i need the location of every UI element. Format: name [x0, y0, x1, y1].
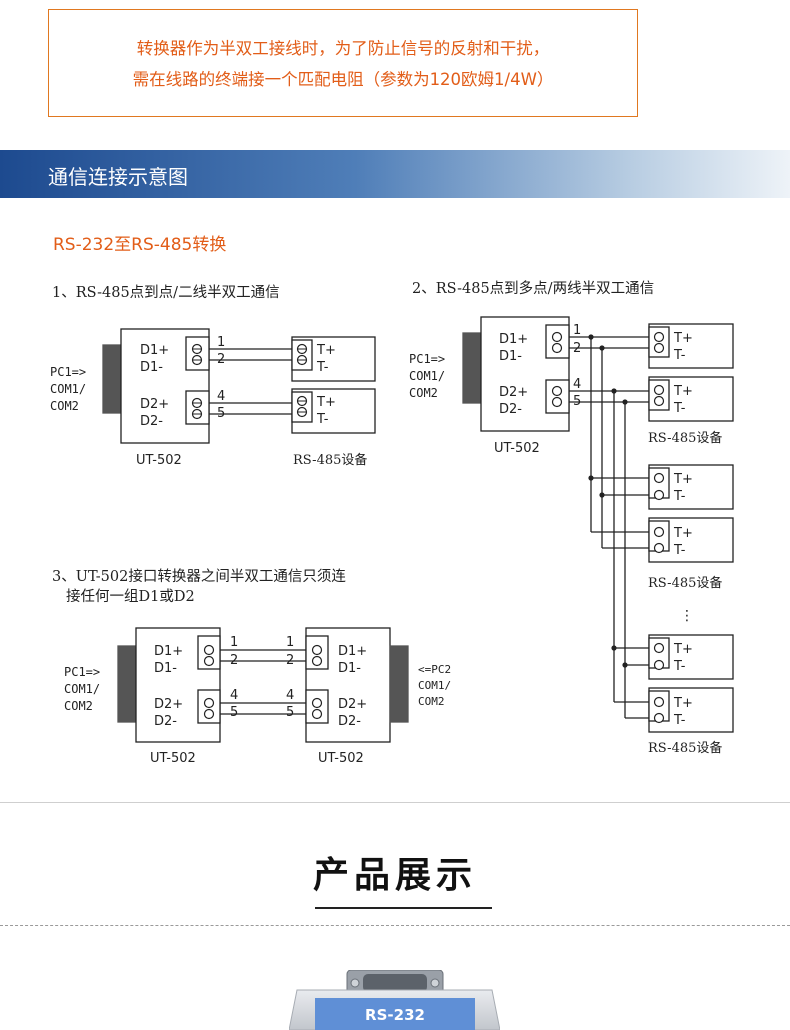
diagram3-caption-line2: 接任何一组D1或D2	[66, 589, 195, 605]
device-caption: RS-485设备	[293, 452, 367, 468]
diagram3-caption-line1: 3、UT-502接口转换器之间半双工通信只须连	[52, 569, 346, 585]
device-badge: RS-232	[365, 1006, 425, 1024]
db9-connector	[389, 645, 409, 723]
pc-label: PC1=>	[64, 665, 100, 679]
port-d1-minus: D1-	[338, 661, 361, 676]
product-section-title: 产品展示	[312, 855, 477, 896]
terminal-t-minus: T-	[673, 489, 686, 504]
dashed-divider	[0, 925, 790, 926]
db9-connector	[462, 332, 482, 404]
terminal-t-minus: T-	[673, 543, 686, 558]
port-d2-minus: D2-	[154, 714, 177, 729]
title-underline	[315, 907, 492, 909]
diagram2: D1+ D1- D2+ D2- 1 2 4 5 T+ T- T+ T- T+ T…	[409, 316, 734, 756]
port-d1-minus: D1-	[499, 349, 522, 364]
terminal-t-plus: T+	[316, 343, 336, 358]
device-caption: RS-485设备	[648, 575, 722, 591]
wire-2-label: 2	[230, 653, 238, 668]
terminal-t-plus: T+	[673, 642, 693, 657]
diagram3-caption: 3、UT-502接口转换器之间半双工通信只须连 接任何一组D1或D2	[52, 567, 346, 607]
port-d2-minus: D2-	[499, 402, 522, 417]
port-d1-plus: D1+	[338, 644, 367, 659]
converter-label: UT-502	[136, 453, 182, 468]
pc-label: COM1/	[64, 682, 100, 696]
conversion-subtitle: RS-232至RS-485转换	[53, 235, 227, 255]
terminal-t-plus: T+	[316, 395, 336, 410]
terminal-t-plus: T+	[673, 696, 693, 711]
notice-line-1: 转换器作为半双工接线时，为了防止信号的反射和干扰，	[136, 39, 550, 58]
wire-5-label: 5	[573, 394, 581, 409]
wire-4-label: 4	[286, 688, 294, 703]
notice-line-2: 需在线路的终端接一个匹配电阻（参数为120欧姆1/4W）	[132, 70, 554, 89]
port-d1-minus: D1-	[154, 661, 177, 676]
terminal-t-minus: T-	[673, 659, 686, 674]
converter-label: UT-502	[318, 751, 364, 766]
wire-1-label: 1	[217, 335, 225, 350]
port-d2-minus: D2-	[140, 414, 163, 429]
port-d1-plus: D1+	[499, 332, 528, 347]
pc-label: COM2	[64, 699, 93, 713]
terminal-t-minus: T-	[673, 348, 686, 363]
wire-5-label: 5	[217, 406, 225, 421]
pc-label: COM2	[50, 399, 79, 413]
terminal-t-plus: T+	[673, 384, 693, 399]
terminal-t-plus: T+	[673, 472, 693, 487]
port-d1-minus: D1-	[140, 360, 163, 375]
port-d2-plus: D2+	[140, 397, 169, 412]
wire-5-label: 5	[230, 705, 238, 720]
wire-1-label: 1	[230, 635, 238, 650]
port-d2-plus: D2+	[338, 697, 367, 712]
wiring-notice: 转换器作为半双工接线时，为了防止信号的反射和干扰， 需在线路的终端接一个匹配电阻…	[48, 9, 638, 117]
section-title: 通信连接示意图	[48, 165, 188, 189]
terminal-t-minus: T-	[316, 412, 329, 427]
terminal-t-plus: T+	[673, 526, 693, 541]
wire-4-label: 4	[217, 389, 225, 404]
diagram3: D1+ D1- D2+ D2- D1+ D1- D2+ D2- 1 2 4 5 …	[64, 627, 451, 766]
device-caption: RS-485设备	[648, 740, 722, 756]
port-d2-plus: D2+	[154, 697, 183, 712]
pc-label: COM2	[418, 695, 445, 708]
pc-label: COM1/	[409, 369, 445, 383]
terminal-t-minus: T-	[673, 713, 686, 728]
pc-label: COM1/	[418, 679, 451, 692]
terminal-t-minus: T-	[316, 360, 329, 375]
wire-2-label: 2	[217, 352, 225, 367]
wire-4-label: 4	[230, 688, 238, 703]
diagram1: D1+ D1- D2+ D2- 1 2 4 5 T+ T- T+ T- UT-5…	[50, 328, 376, 468]
pc-label: PC1=>	[409, 352, 445, 366]
db9-connector	[117, 645, 137, 723]
wire-5-label: 5	[286, 705, 294, 720]
wire-2-label: 2	[286, 653, 294, 668]
wire-4-label: 4	[573, 377, 581, 392]
wire-2-label: 2	[573, 341, 581, 356]
section-banner: 通信连接示意图	[0, 150, 790, 198]
port-d1-plus: D1+	[140, 343, 169, 358]
port-d1-plus: D1+	[154, 644, 183, 659]
terminal-t-plus: T+	[673, 331, 693, 346]
device-caption: RS-485设备	[648, 430, 722, 446]
product-image: RS-232	[289, 970, 500, 1030]
diagram1-caption: 1、RS-485点到点/二线半双工通信	[52, 285, 280, 301]
diagram2-caption: 2、RS-485点到多点/两线半双工通信	[412, 281, 655, 297]
converter-label: UT-502	[494, 441, 540, 456]
terminal-t-minus: T-	[673, 401, 686, 416]
pc-label: COM2	[409, 386, 438, 400]
pc-label: COM1/	[50, 382, 86, 396]
section-divider	[0, 802, 790, 803]
ellipsis-icon: ⋮	[680, 608, 694, 624]
converter-label: UT-502	[150, 751, 196, 766]
port-d2-minus: D2-	[338, 714, 361, 729]
wire-1-label: 1	[573, 323, 581, 338]
db9-connector	[102, 344, 122, 414]
pc-label: <=PC2	[418, 663, 451, 676]
port-d2-plus: D2+	[499, 385, 528, 400]
pc-label: PC1=>	[50, 365, 86, 379]
wire-1-label: 1	[286, 635, 294, 650]
